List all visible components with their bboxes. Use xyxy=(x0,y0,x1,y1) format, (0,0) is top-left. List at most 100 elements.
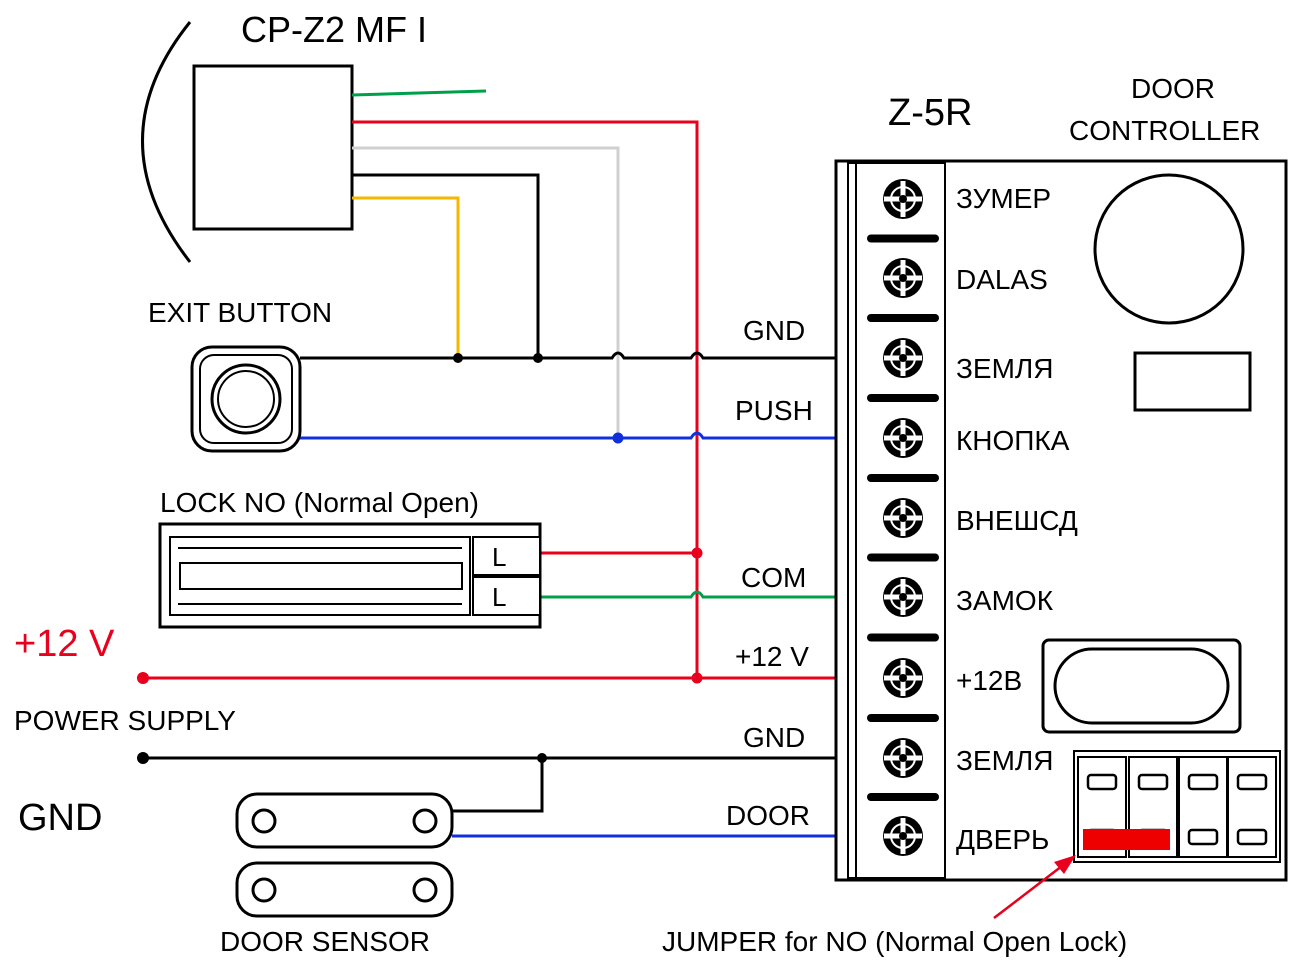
door-sensor-top xyxy=(235,792,454,849)
terminal-label-dver: ДВЕРЬ xyxy=(956,824,1049,855)
reader-body xyxy=(192,64,354,231)
terminal-separator xyxy=(867,633,939,642)
exit-button-ring xyxy=(210,363,282,435)
plus12-terminal-dot xyxy=(137,672,149,684)
exit-button-outer xyxy=(190,345,302,453)
wire-reader-black xyxy=(352,173,540,358)
terminal-separator xyxy=(867,793,939,801)
controller-caption-line2: CONTROLLER xyxy=(1069,115,1260,146)
exit-button: EXIT BUTTON xyxy=(148,297,332,453)
jumper-annotation: JUMPER for NO (Normal Open Lock) xyxy=(662,855,1127,957)
sensor-screw xyxy=(412,808,438,834)
junction-dot xyxy=(612,432,624,444)
terminal-label-zamok: ЗАМОК xyxy=(956,585,1054,616)
door-sensor-label: DOOR SENSOR xyxy=(220,926,430,957)
controller-caption-line1: DOOR xyxy=(1131,73,1215,104)
terminals xyxy=(867,179,939,856)
sensor-screw xyxy=(251,808,277,834)
terminal-label-plus12v: +12В xyxy=(956,665,1022,696)
jumper-pin xyxy=(1236,828,1268,846)
lock-pin1-box xyxy=(472,536,541,576)
reader-title: CP-Z2 MF I xyxy=(241,9,427,50)
terminal-screw xyxy=(883,816,923,856)
controller-model: Z-5R xyxy=(888,92,972,134)
lock-pin1-label: L xyxy=(492,542,506,572)
sensor-screw xyxy=(412,877,438,903)
wire-reader-red xyxy=(352,120,699,680)
exit-button-inner xyxy=(199,354,293,444)
terminal-separator xyxy=(867,234,939,243)
wire-push xyxy=(300,431,880,440)
jumper-pin xyxy=(1187,828,1219,846)
terminal-separator xyxy=(867,394,939,402)
wires xyxy=(143,89,880,838)
terminal-screw xyxy=(883,338,923,378)
sensor-screw xyxy=(251,877,277,903)
terminal-screw xyxy=(883,179,923,219)
jumper-pin xyxy=(1137,773,1169,791)
reader-dome xyxy=(141,21,192,263)
wire-gnd-exit xyxy=(300,351,880,360)
junction-dot xyxy=(537,753,547,763)
door-sensor: DOOR SENSOR xyxy=(220,792,454,957)
terminal-screw xyxy=(883,258,923,298)
gnd-terminal-dot xyxy=(137,752,149,764)
exit-button-cap xyxy=(217,370,275,428)
wire-reader-green xyxy=(351,89,487,97)
jumper xyxy=(1083,829,1170,850)
wire-label-push: PUSH xyxy=(735,395,813,426)
buzzer xyxy=(1093,173,1245,325)
gnd-label: GND xyxy=(18,797,102,839)
terminal-separator xyxy=(867,714,939,722)
reader: CP-Z2 MF I xyxy=(141,9,427,263)
terminal-screw xyxy=(883,498,923,538)
junction-dot xyxy=(691,672,703,684)
wire-label-plus12: +12 V xyxy=(735,641,809,672)
jumper-arrow-line xyxy=(993,865,1063,919)
terminal-screw xyxy=(883,577,923,617)
wire-labels: GND PUSH COM +12 V GND DOOR xyxy=(726,315,813,831)
power-supply: +12 V POWER SUPPLY GND xyxy=(14,623,236,839)
wire-reader-yellow xyxy=(352,196,460,358)
exit-button-label: EXIT BUTTON xyxy=(148,297,332,328)
terminal-separator xyxy=(867,553,939,562)
wire-label-gnd2: GND xyxy=(743,722,805,753)
power-supply-label: POWER SUPPLY xyxy=(14,705,236,736)
junction-dot xyxy=(533,353,543,363)
wire-reader-white xyxy=(352,146,620,438)
terminal-screw xyxy=(883,418,923,458)
lock-magnet xyxy=(169,536,471,616)
wire-label-gnd: GND xyxy=(743,315,805,346)
terminal-separator xyxy=(867,474,939,482)
lock-pin2-box xyxy=(472,576,541,616)
wire-sensor-gnd xyxy=(452,758,544,813)
controller: Z-5R DOOR CONTROLLER ЗУМЕР DALAS ЗЕМЛЯ К… xyxy=(834,73,1288,882)
jumper-pin xyxy=(1236,773,1268,791)
lock: LOCK NO (Normal Open) L L xyxy=(158,487,542,629)
lock-label: LOCK NO (Normal Open) xyxy=(160,487,479,518)
wire-label-com: COM xyxy=(741,562,806,593)
wire-label-door: DOOR xyxy=(726,800,810,831)
terminal-screw xyxy=(883,658,923,698)
terminal-label-zemlya2: ЗЕМЛЯ xyxy=(956,745,1054,776)
lock-armature xyxy=(179,562,463,590)
chip xyxy=(1133,351,1252,412)
terminal-label-vneshsd: ВНЕШСД xyxy=(956,505,1078,536)
junctions xyxy=(137,353,703,764)
lock-pin2-label: L xyxy=(492,582,506,612)
door-sensor-bottom xyxy=(235,861,454,918)
jumper-pin xyxy=(1187,773,1219,791)
jumper-pin xyxy=(1086,773,1118,791)
jumper-arrow-head xyxy=(1054,855,1076,874)
terminal-label-zumer: ЗУМЕР xyxy=(956,183,1051,214)
plus12-label: +12 V xyxy=(14,623,115,665)
terminal-label-zemlya: ЗЕМЛЯ xyxy=(956,353,1054,384)
terminal-label-knopka: КНОПКА xyxy=(956,425,1070,456)
terminal-screw xyxy=(883,738,923,778)
junction-dot xyxy=(453,353,463,363)
jumper-label: JUMPER for NO (Normal Open Lock) xyxy=(662,926,1127,957)
terminal-separator xyxy=(867,314,939,322)
crystal xyxy=(1053,647,1230,725)
wire-lock-com xyxy=(540,590,880,599)
